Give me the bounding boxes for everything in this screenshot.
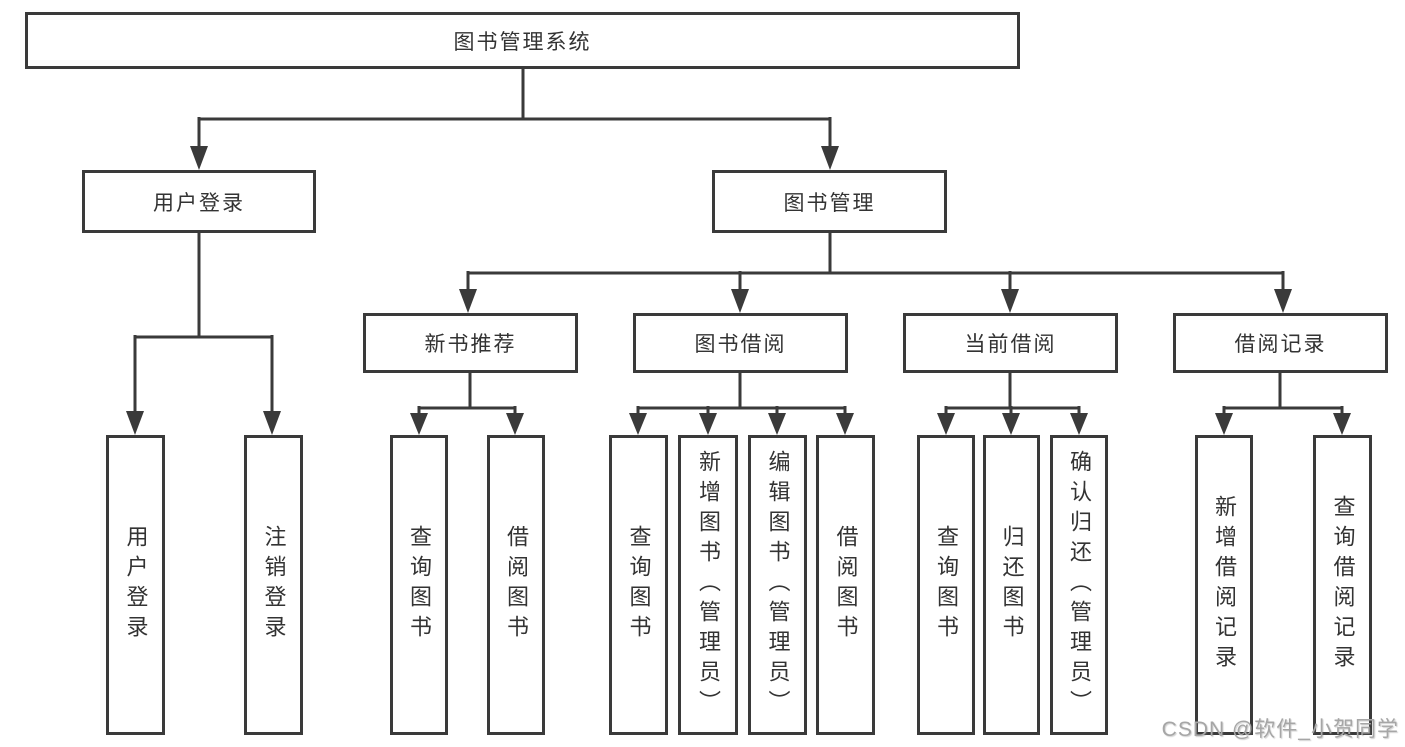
arrowheads: [126, 146, 1351, 435]
leaf-query-books-borrow: 查询图书: [609, 435, 668, 735]
leaf-add-borrow-record-label: 新增借阅记录: [1212, 495, 1237, 675]
node-current-borrow-label: 当前借阅: [964, 333, 1057, 356]
leaf-query-books-recommend-label: 查询图书: [407, 525, 432, 645]
node-borrow-records: 借阅记录: [1173, 313, 1388, 373]
leaf-borrow-books: 借阅图书: [816, 435, 875, 735]
leaf-logout: 注销登录: [244, 435, 303, 735]
node-root-label: 图书管理系统: [453, 30, 592, 54]
node-book-borrow-label: 图书借阅: [694, 333, 787, 356]
leaf-add-books-admin-label: 新增图书（管理员）: [696, 450, 721, 720]
leaf-edit-books-admin: 编辑图书（管理员）: [748, 435, 807, 735]
node-user-login: 用户登录: [82, 170, 316, 233]
leaf-query-books-borrow-label: 查询图书: [626, 525, 652, 645]
node-root: 图书管理系统: [25, 12, 1020, 69]
node-book-management-label: 图书管理: [783, 191, 876, 215]
leaf-return-books: 归还图书: [983, 435, 1040, 735]
leaf-add-borrow-record: 新增借阅记录: [1195, 435, 1253, 735]
leaf-query-books-current: 查询图书: [917, 435, 975, 735]
leaf-return-books-label: 归还图书: [999, 525, 1025, 645]
leaf-confirm-return-admin: 确认归还（管理员）: [1050, 435, 1108, 735]
leaf-borrow-books-recommend-label: 借阅图书: [504, 525, 529, 645]
node-new-book-recommend-label: 新书推荐: [424, 333, 517, 356]
leaf-query-borrow-record: 查询借阅记录: [1313, 435, 1372, 735]
leaf-query-books-current-label: 查询图书: [934, 525, 959, 645]
node-new-book-recommend: 新书推荐: [363, 313, 578, 373]
node-book-management: 图书管理: [712, 170, 947, 233]
leaf-confirm-return-admin-label: 确认归还（管理员）: [1067, 450, 1092, 720]
node-borrow-records-label: 借阅记录: [1234, 333, 1327, 356]
leaf-user-login-label: 用户登录: [123, 525, 149, 645]
leaf-query-books-recommend: 查询图书: [390, 435, 448, 735]
node-current-borrow: 当前借阅: [903, 313, 1118, 373]
node-user-login-label: 用户登录: [153, 191, 245, 215]
leaf-edit-books-admin-label: 编辑图书（管理员）: [765, 450, 791, 720]
leaf-borrow-books-recommend: 借阅图书: [487, 435, 545, 735]
leaf-logout-label: 注销登录: [261, 525, 287, 645]
node-book-borrow: 图书借阅: [633, 313, 848, 373]
watermark: CSDN @软件_小贺同学: [1161, 718, 1399, 741]
leaf-borrow-books-label: 借阅图书: [833, 525, 859, 645]
leaf-query-borrow-record-label: 查询借阅记录: [1330, 495, 1356, 675]
leaf-add-books-admin: 新增图书（管理员）: [678, 435, 738, 735]
leaf-user-login: 用户登录: [106, 435, 165, 735]
